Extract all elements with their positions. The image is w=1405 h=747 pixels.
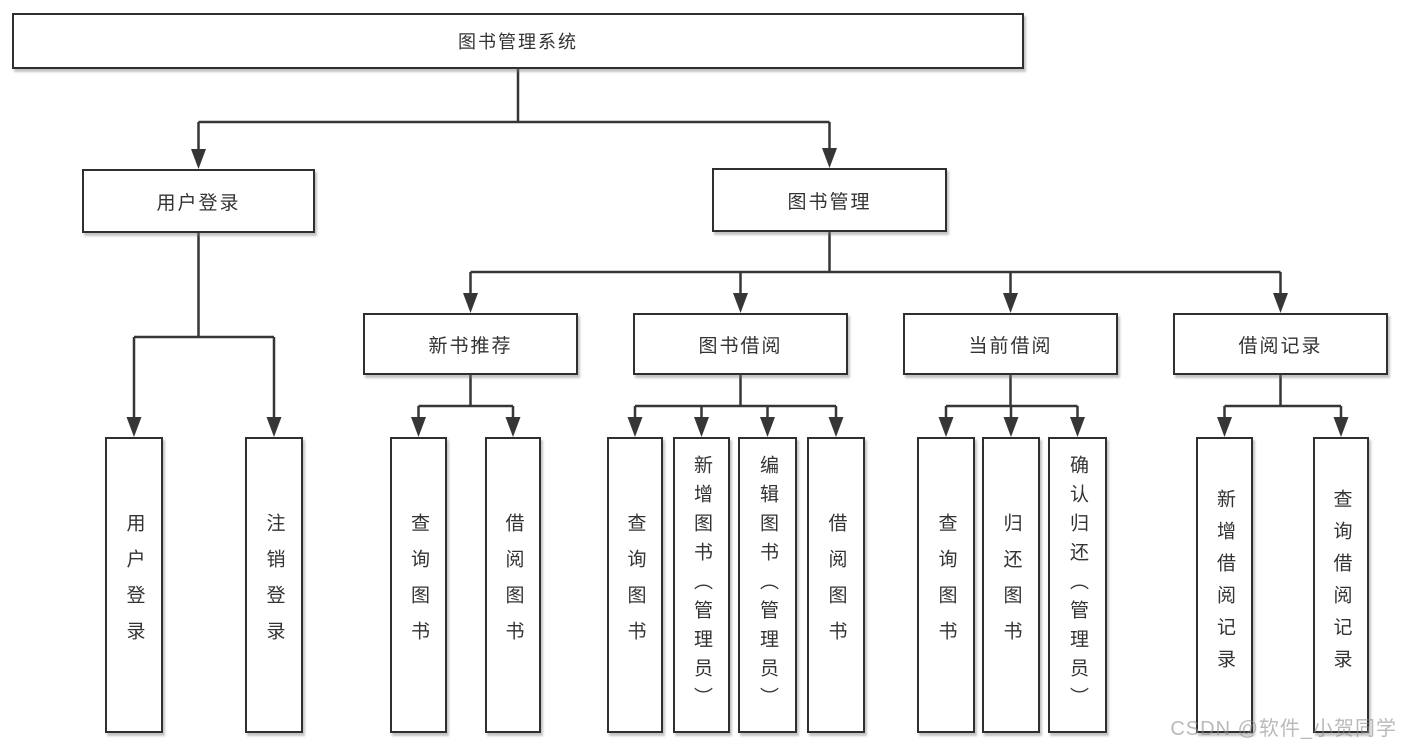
arrowhead-icon (1273, 293, 1288, 313)
book-management-label: 图书管理 (787, 191, 872, 213)
book-borrowing-label: 图书借阅 (698, 335, 783, 357)
arrowhead-icon (1333, 417, 1349, 437)
arrowhead-icon (191, 149, 206, 169)
borrowing-records-label: 借阅记录 (1238, 335, 1323, 357)
arrowhead-icon (1003, 293, 1018, 313)
leaf-current-query-books: 查询图书 (917, 437, 975, 733)
node-borrowing-records: 借阅记录 (1173, 313, 1388, 375)
arrowhead-icon (505, 417, 521, 437)
arrowhead-icon (411, 417, 426, 437)
leaf-user-login: 用户登录 (105, 437, 163, 733)
leaf-records-query-record-label: 查询借阅记录 (1330, 489, 1352, 681)
csdn-watermark: CSDN @软件_小贺同学 (1170, 718, 1397, 740)
arrowhead-icon (627, 417, 643, 437)
leaf-recommend-borrow-books: 借阅图书 (485, 437, 541, 733)
borrow-record-branch-lines (1223, 375, 1343, 421)
leaf-borrow-edit-books-admin-label: 编辑图书（管理员） (757, 454, 778, 716)
arrowhead-icon (266, 417, 282, 437)
arrowhead-icon (1003, 417, 1019, 437)
leaf-borrow-query-books: 查询图书 (607, 437, 663, 733)
leaf-borrow-add-books-admin: 新增图书（管理员） (673, 437, 730, 733)
arrowhead-icon (938, 417, 954, 437)
leaf-borrow-borrow-books: 借阅图书 (807, 437, 865, 733)
node-user-login: 用户登录 (82, 169, 315, 233)
leaf-records-add-record-label: 新增借阅记录 (1214, 489, 1235, 681)
root-to-level2-lines (197, 69, 831, 152)
leaf-current-return-books: 归还图书 (982, 437, 1040, 733)
leaf-borrow-add-books-admin-label: 新增图书（管理员） (691, 454, 712, 716)
arrowhead-icon (733, 293, 748, 313)
current-borrowing-label: 当前借阅 (968, 335, 1053, 357)
leaf-logout-login: 注销登录 (245, 437, 303, 733)
node-current-borrowing: 当前借阅 (903, 313, 1118, 375)
leaf-current-confirm-return-admin: 确认归还（管理员） (1048, 437, 1107, 733)
current-borrow-branch-lines (944, 375, 1079, 421)
book-borrow-branch-lines (633, 375, 838, 421)
user-login-label: 用户登录 (156, 192, 241, 214)
node-book-borrowing: 图书借阅 (633, 313, 848, 375)
arrowhead-icon (126, 417, 142, 437)
arrowhead-icon (822, 148, 837, 168)
arrowhead-icon (1070, 417, 1085, 437)
leaf-recommend-borrow-books-label: 借阅图书 (502, 513, 524, 657)
leaf-recommend-query-books: 查询图书 (390, 437, 447, 733)
leaf-borrow-borrow-books-label: 借阅图书 (825, 513, 847, 657)
leaf-records-add-record: 新增借阅记录 (1196, 437, 1253, 733)
arrowhead-icon (760, 417, 775, 437)
root-label: 图书管理系统 (458, 32, 578, 52)
node-root: 图书管理系统 (12, 13, 1024, 69)
user-login-branch-lines (132, 232, 276, 421)
leaf-user-login-label: 用户登录 (123, 513, 145, 657)
arrowhead-icon (1217, 417, 1232, 437)
book-management-branch-lines (469, 232, 1282, 297)
arrowheads (126, 148, 1349, 437)
new-book-recommend-label: 新书推荐 (428, 335, 513, 357)
node-new-book-recommend: 新书推荐 (363, 313, 578, 375)
leaf-current-return-books-label: 归还图书 (1000, 513, 1022, 657)
leaf-borrow-query-books-label: 查询图书 (624, 513, 646, 657)
arrowhead-icon (828, 417, 844, 437)
leaf-current-confirm-return-admin-label: 确认归还（管理员） (1067, 454, 1088, 716)
leaf-current-query-books-label: 查询图书 (935, 513, 957, 657)
arrowhead-icon (694, 417, 709, 437)
new-book-branch-lines (417, 375, 515, 421)
arrowhead-icon (463, 293, 478, 313)
leaf-recommend-query-books-label: 查询图书 (408, 513, 429, 657)
leaf-logout-login-label: 注销登录 (263, 513, 285, 657)
leaf-borrow-edit-books-admin: 编辑图书（管理员） (738, 437, 797, 733)
leaf-records-query-record: 查询借阅记录 (1313, 437, 1369, 733)
node-book-management: 图书管理 (712, 168, 947, 232)
